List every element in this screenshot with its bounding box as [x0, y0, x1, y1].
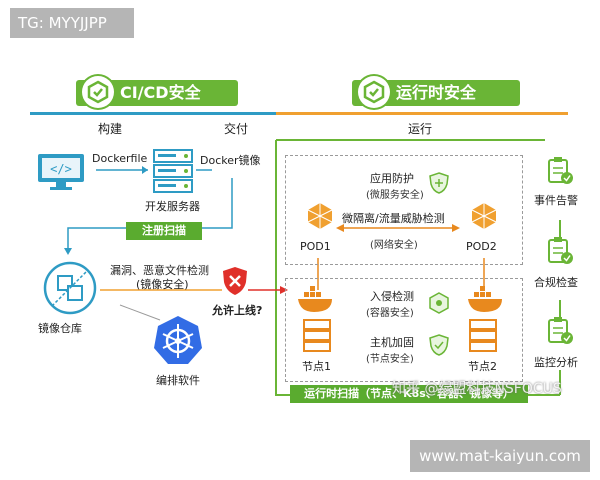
compliance-label: 合规检查	[534, 276, 578, 289]
code-monitor-icon: </>	[36, 152, 86, 196]
monitor-label: 监控分析	[534, 356, 578, 369]
phase-build: 构建	[97, 122, 122, 136]
svg-text:</>: </>	[50, 162, 72, 176]
pod1-label: POD1	[300, 240, 331, 253]
vuln-detect-label: 漏洞、恶意文件检测	[110, 264, 209, 277]
registry-icon	[42, 260, 98, 320]
dev-server-label: 开发服务器	[145, 200, 200, 213]
host-hard-sub: (节点安全)	[366, 354, 414, 365]
host-hard-icon	[428, 334, 450, 360]
watermark-label: www.mat-kaiyun.com	[410, 440, 590, 472]
pod1-icon	[306, 202, 334, 234]
shield-logo-icon	[82, 76, 114, 108]
cicd-title: CI/CD安全	[120, 83, 201, 102]
kubernetes-icon	[152, 314, 204, 370]
cicd-phase-bar	[30, 112, 276, 115]
phase-run: 运行	[407, 122, 432, 136]
overlay-source-text: 知乎 @绿盟科技NSFOCUS	[392, 381, 562, 397]
cicd-banner: CI/CD安全	[76, 76, 238, 108]
docker-whale-icon	[466, 286, 506, 318]
tag-label: TG: MYYJJPP	[10, 8, 134, 38]
node1-server-icon	[302, 318, 332, 358]
dockerfile-label: Dockerfile	[92, 152, 148, 165]
docker-image-label: Docker镜像	[200, 154, 261, 167]
vuln-detect-sub: (镜像安全)	[136, 278, 189, 291]
runtime-phase-bar	[276, 112, 568, 115]
compliance-icon	[546, 236, 574, 270]
block-shield-icon	[222, 266, 248, 300]
intrusion-sub: (容器安全)	[366, 308, 414, 319]
micro-iso-sub: (网络安全)	[370, 240, 418, 251]
event-alert-label: 事件告警	[534, 194, 578, 207]
phase-deliver: 交付	[223, 122, 248, 136]
node2-server-icon	[468, 318, 498, 358]
micro-iso-label: 微隔离/流量威胁检测	[342, 212, 445, 225]
register-scan-button[interactable]: 注册扫描	[126, 222, 202, 240]
runtime-scan-button[interactable]: 运行时扫描（节点、K8s、容器、镜像等）	[290, 385, 528, 403]
shield-logo-icon	[358, 76, 390, 108]
host-hard-label: 主机加固	[370, 336, 414, 349]
intrusion-icon	[428, 292, 450, 318]
node1-label: 节点1	[302, 360, 331, 373]
registry-label: 镜像仓库	[38, 322, 82, 335]
runtime-title: 运行时安全	[396, 83, 477, 102]
event-alert-icon	[546, 156, 574, 190]
app-protect-sub: (微服务安全)	[366, 190, 424, 201]
orchestration-label: 编排软件	[156, 374, 200, 387]
app-protect-icon	[428, 172, 450, 198]
pod2-icon	[470, 202, 498, 234]
docker-whale-icon	[296, 286, 336, 318]
monitor-icon	[546, 316, 574, 350]
runtime-banner: 运行时安全	[352, 76, 520, 108]
node-dashed-frame	[285, 278, 523, 382]
intrusion-label: 入侵检测	[370, 290, 414, 303]
app-protect-label: 应用防护	[370, 172, 414, 185]
pod2-label: POD2	[466, 240, 497, 253]
allow-online-label: 允许上线?	[212, 304, 263, 317]
dev-server-icon	[150, 148, 196, 200]
pod-dashed-frame	[285, 155, 523, 265]
node2-label: 节点2	[468, 360, 497, 373]
